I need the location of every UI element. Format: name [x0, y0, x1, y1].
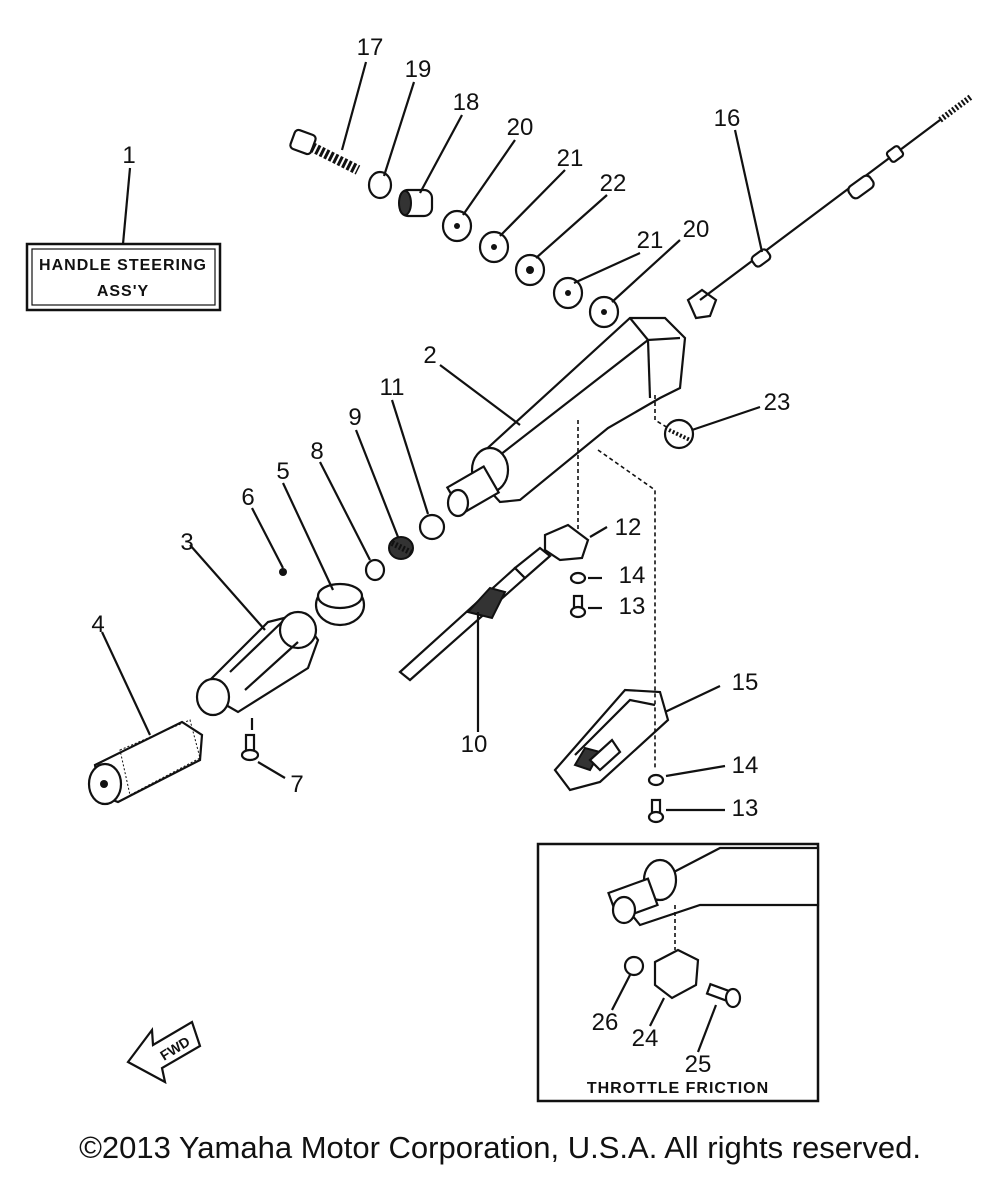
part-3-throttle-shaft: [195, 610, 320, 717]
callout-23: 23: [764, 389, 791, 416]
part-13-bolt-a: [569, 594, 587, 619]
inset-title: THROTTLE FRICTION: [587, 1080, 769, 1097]
callout-5: 5: [276, 458, 289, 485]
callout-12: 12: [615, 514, 642, 541]
callout-2: 2: [423, 342, 436, 369]
callout-14a: 14: [619, 562, 646, 589]
part-11-bushing: [418, 513, 446, 541]
callout-18: 18: [453, 89, 480, 116]
part-13-bolt-b: [647, 798, 665, 824]
part-20-washer-b: [588, 295, 620, 329]
part-5-sleeve: [314, 582, 366, 627]
part-18-collar: [398, 188, 434, 218]
part-8-washer: [364, 558, 386, 582]
callout-24: 24: [632, 1025, 659, 1052]
callout-4: 4: [91, 611, 104, 638]
part-26-nut: [623, 955, 645, 977]
callout-20a: 20: [507, 114, 534, 141]
callout-3: 3: [180, 529, 193, 556]
callout-10: 10: [461, 731, 488, 758]
callout-26: 26: [592, 1009, 619, 1036]
part-21-washer-b: [552, 276, 584, 310]
callout-16: 16: [714, 105, 741, 132]
callout-17: 17: [357, 34, 384, 61]
part-25-screw: [705, 982, 742, 1009]
callout-25: 25: [685, 1051, 712, 1078]
part-21-washer-a: [478, 230, 510, 264]
callout-8: 8: [310, 438, 323, 465]
part-16-throttle-cable: [686, 93, 974, 320]
part-17-bolt: [289, 128, 361, 175]
assembly-label-line1: HANDLE STEERING: [39, 257, 207, 274]
callout-21b: 21: [637, 227, 664, 254]
copyright-notice: ©2013 Yamaha Motor Corporation, U.S.A. A…: [79, 1130, 921, 1165]
throttle-friction-inset: 26 24 25 THROTTLE FRICTION: [536, 842, 820, 1103]
part-12-bracket: [543, 420, 590, 562]
assembly-label-box: HANDLE STEERING ASS'Y: [25, 242, 222, 312]
part-10-throttle-link: [398, 546, 552, 682]
part-7-screw: [240, 733, 260, 762]
part-9-spring: [388, 536, 414, 560]
callout-1: 1: [122, 142, 135, 169]
fwd-arrow-icon: FWD: [126, 1020, 202, 1085]
part-4-grip: [87, 719, 204, 806]
callout-6: 6: [241, 484, 254, 511]
callout-15: 15: [732, 669, 759, 696]
part-19-washer: [367, 170, 393, 200]
part-24-friction-piece: [653, 948, 700, 1000]
callout-11: 11: [380, 374, 405, 401]
part-23-nut: [663, 418, 695, 450]
callout-7: 7: [290, 771, 303, 798]
assembly-label-line2: ASS'Y: [97, 283, 149, 300]
callout-22: 22: [600, 170, 627, 197]
part-2-steering-handle: [445, 316, 687, 518]
callout-14b: 14: [732, 752, 759, 779]
part-22-washer: [514, 253, 546, 287]
part-14-washer-b: [647, 773, 665, 787]
callout-20b: 20: [683, 216, 710, 243]
callout-13a: 13: [619, 593, 646, 620]
callout-21a: 21: [557, 145, 584, 172]
callout-19: 19: [405, 56, 432, 83]
callout-9: 9: [348, 404, 361, 431]
part-20-washer-a: [441, 209, 473, 243]
part-14-washer-a: [569, 571, 587, 585]
part-6-pin: [279, 568, 287, 576]
callout-13b: 13: [732, 795, 759, 822]
part-15-bracket: [553, 688, 670, 792]
